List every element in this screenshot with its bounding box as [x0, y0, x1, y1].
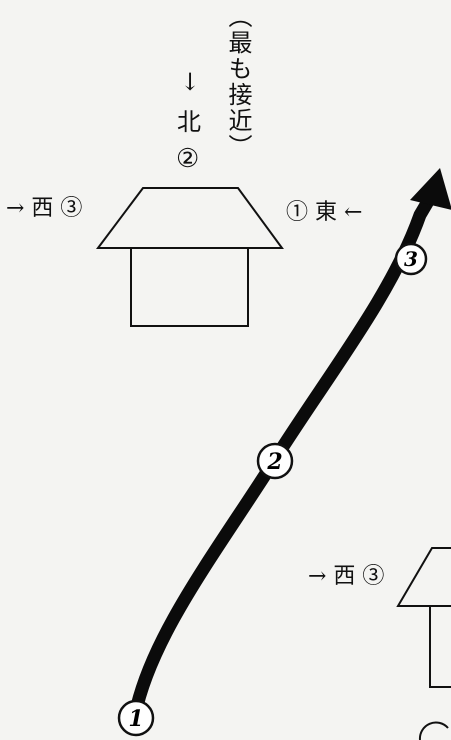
bottom-house-body	[429, 606, 451, 688]
path-marker-2-label: 2	[266, 449, 282, 475]
top-house-body	[130, 247, 249, 327]
path-marker-3: 3	[394, 242, 428, 276]
bottom-house-roof	[396, 547, 451, 607]
north-circle-number: ②	[176, 144, 200, 174]
top-west-label: → 西 ③	[6, 196, 83, 221]
top-house-roof	[96, 187, 284, 249]
path-marker-1-label: 1	[128, 706, 143, 732]
path-marker-3-label: 3	[404, 247, 418, 271]
north-arrow: ↓	[180, 68, 201, 96]
closest-approach-annotation: （最も接近）	[224, 4, 252, 160]
bottom-west-label: → 西 ③	[308, 564, 385, 589]
top-house	[96, 187, 284, 327]
top-east-label: ① 東 ←	[286, 200, 363, 225]
bottom-house	[396, 547, 451, 688]
typhoon-path-arrowhead	[410, 168, 451, 210]
path-marker-1: 1	[117, 699, 155, 737]
path-marker-2: 2	[256, 442, 294, 480]
bottom-right-partial-circle	[418, 721, 449, 740]
north-label: 北	[177, 108, 201, 136]
